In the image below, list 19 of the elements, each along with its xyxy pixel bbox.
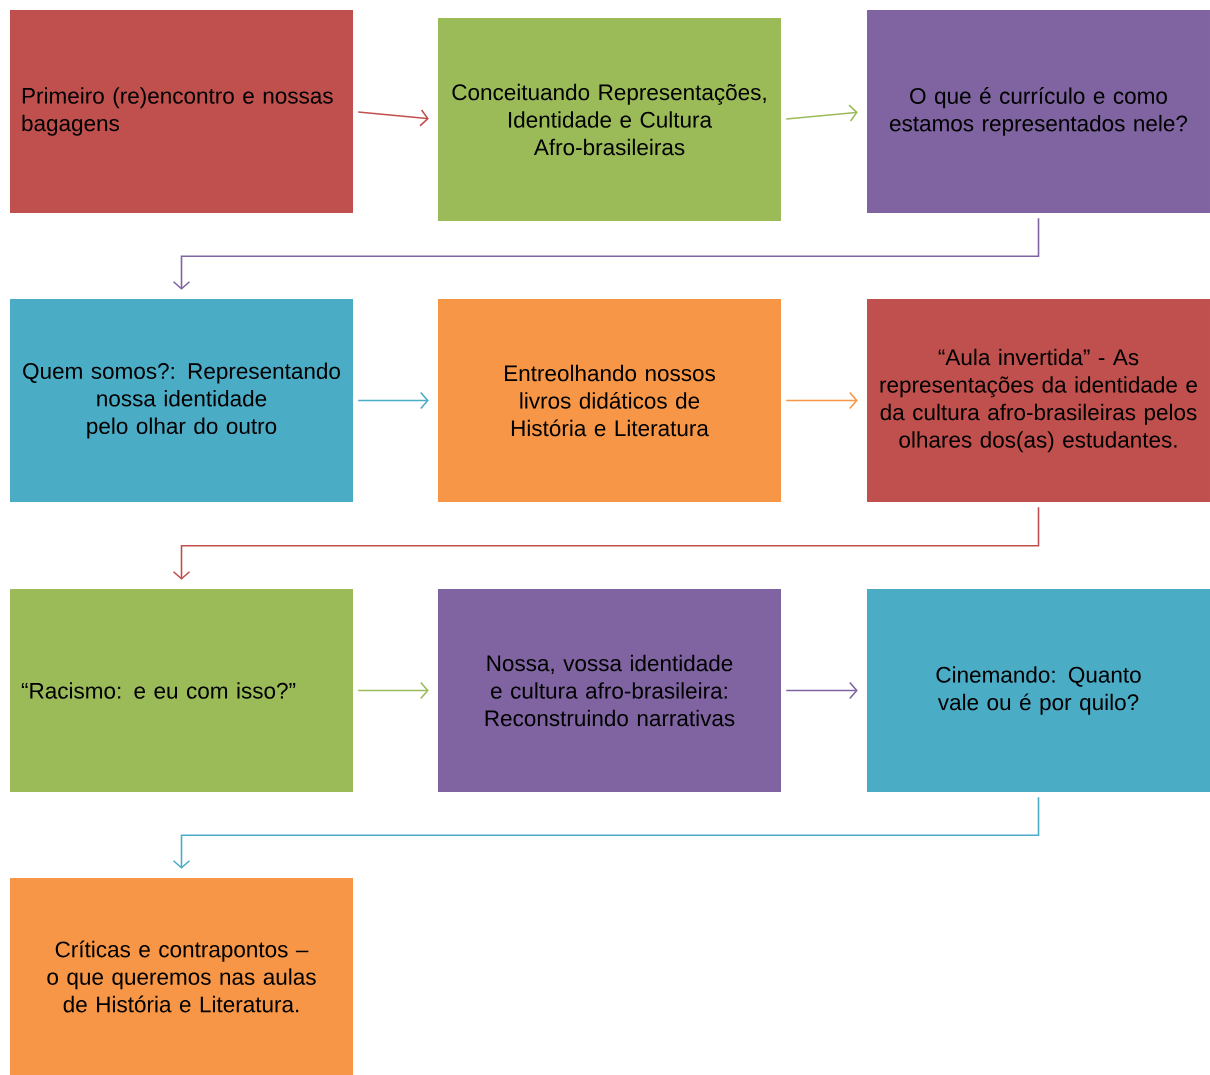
arrow: [357, 681, 429, 700]
process-box: “Racismo: e eu com isso?”: [10, 589, 353, 792]
arrow: [172, 796, 1040, 869]
process-box: Entreolhando nossos livros didáticos de História e Literatura: [438, 299, 781, 502]
process-box: Primeiro (re)encontro e nossas bagagens: [10, 10, 353, 213]
process-box: Quem somos?: Representando nossa identidade pelo olhar do outro: [10, 299, 353, 502]
arrow: [357, 109, 429, 127]
process-box: Cinemando: Quanto vale ou é por quilo?: [867, 589, 1210, 792]
process-box: Críticas e contrapontos – o que queremos nas aulas de História e Literatura.: [10, 878, 353, 1075]
arrow: [172, 506, 1040, 580]
arrow: [172, 217, 1040, 290]
process-box: Nossa, vossa identidade e cultura afro-brasileira: Reconstruindo narrativas: [438, 589, 781, 792]
arrow: [785, 391, 858, 410]
arrow: [357, 391, 429, 410]
process-box: Conceituando Representações, Identidade e Cultura Afro-brasileiras: [438, 18, 781, 221]
arrow: [785, 681, 858, 700]
arrow: [785, 104, 858, 122]
process-box: O que é currículo e como estamos representados nele?: [867, 10, 1210, 213]
process-box: “Aula invertida” - As representações da identidade e da cultura afro-brasileiras pelos olhares dos(as) estudantes.: [867, 299, 1210, 502]
